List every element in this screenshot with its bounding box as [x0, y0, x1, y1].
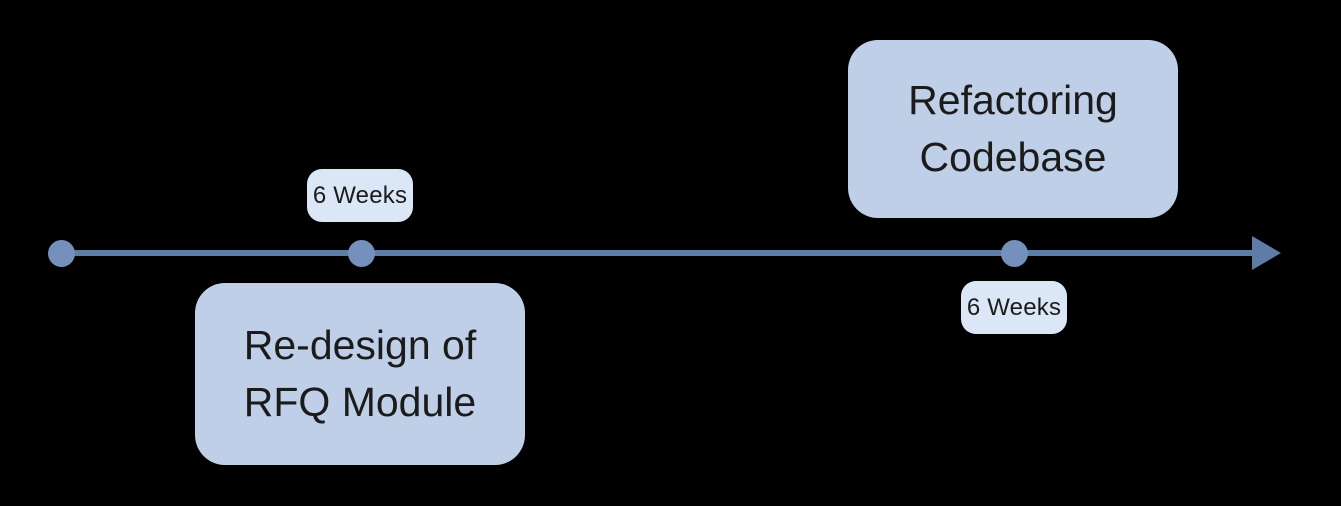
milestone-2-dot — [1001, 240, 1028, 267]
milestone-2-title-line2: Codebase — [919, 134, 1107, 180]
timeline-line — [50, 250, 1256, 256]
milestone-2-card: Refactoring Codebase — [848, 40, 1178, 218]
timeline-start-dot — [48, 240, 75, 267]
milestone-1-title-line2: RFQ Module — [243, 379, 477, 425]
milestone-1-duration-label: 6 Weeks — [312, 181, 408, 209]
milestone-1-title-line1: Re-design of — [243, 322, 477, 368]
milestone-1-card: Re-design of RFQ Module — [195, 283, 525, 465]
milestone-2-duration-label: 6 Weeks — [966, 293, 1062, 321]
milestone-2-duration-badge: 6 Weeks — [961, 281, 1067, 334]
arrow-right-icon — [1252, 236, 1281, 270]
milestone-1-dot — [348, 240, 375, 267]
milestone-2-title-line1: Refactoring — [908, 77, 1118, 123]
milestone-1-duration-badge: 6 Weeks — [307, 169, 413, 222]
